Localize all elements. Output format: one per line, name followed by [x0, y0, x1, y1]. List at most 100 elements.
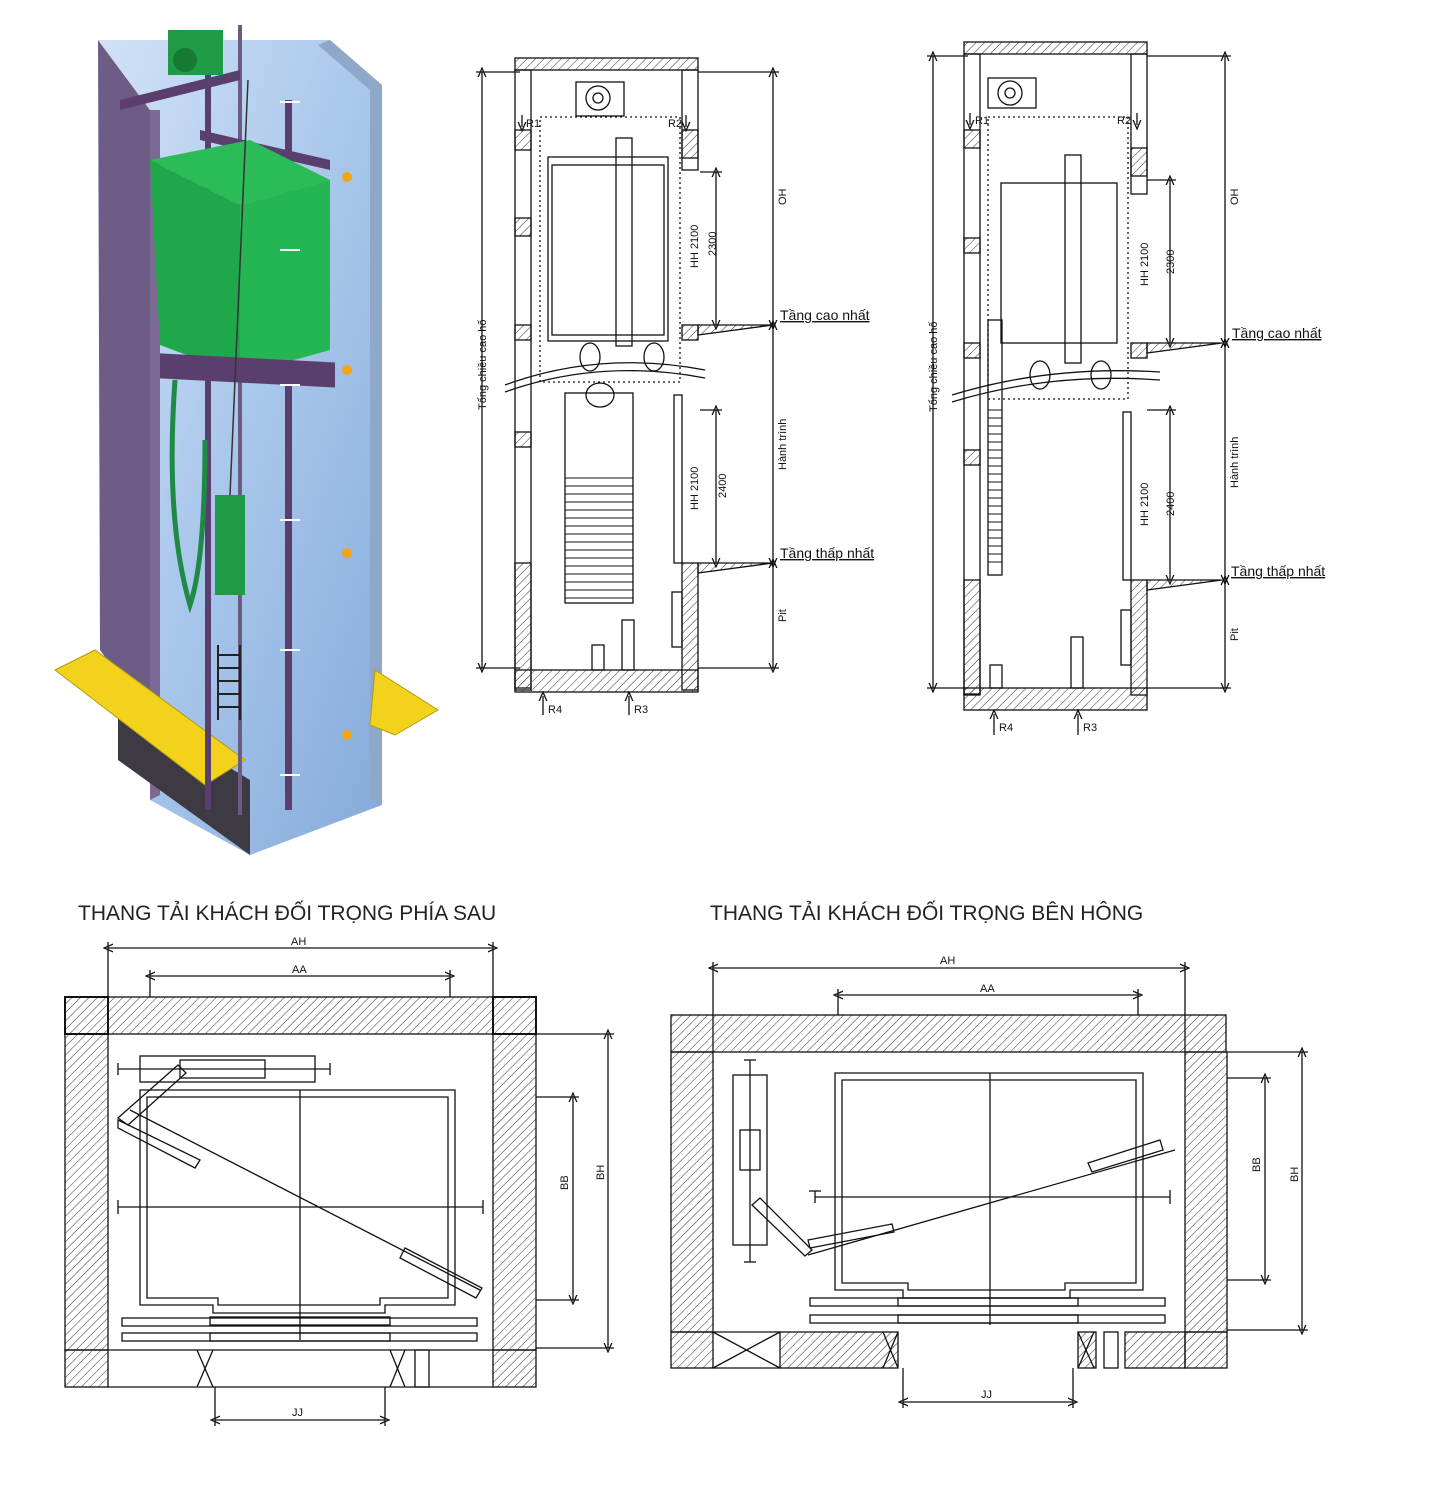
car-inner — [551, 164, 665, 336]
plan-side-labels: AH AA BB BH JJ — [940, 955, 1301, 1401]
buffer — [621, 619, 635, 671]
elevator-car-left — [150, 160, 240, 375]
car-inner-outline — [841, 1079, 1137, 1291]
wall-hatch — [963, 579, 981, 696]
wall-hatch — [963, 129, 981, 149]
shaft-left-wall — [98, 40, 150, 720]
wall-bottom-left — [670, 1331, 714, 1369]
wall-top — [670, 1014, 1227, 1053]
car-travel-envelope — [987, 116, 1129, 400]
label-bh: BH — [1289, 1167, 1301, 1182]
car-outline — [139, 1089, 456, 1314]
label-r2: R2 — [1117, 115, 1131, 127]
bottom-floor-slab — [697, 562, 774, 574]
counterweight-blocks — [988, 409, 1002, 563]
label-oh: OH — [777, 188, 789, 205]
top-floor-slab — [1146, 342, 1223, 354]
label-r1: R1 — [975, 115, 989, 127]
machine-sheave-inner — [592, 92, 604, 104]
pit-ladder-box — [671, 591, 683, 648]
landing-light — [342, 730, 352, 740]
corner-tl — [64, 996, 109, 1035]
label-r3: R3 — [634, 704, 648, 716]
label-total-height: Tổng chiều cao hố — [477, 319, 489, 410]
label-hh-lower: HH 2100 — [1139, 483, 1151, 526]
plan-rear-counterweight — [64, 942, 614, 1426]
pit-ladder-box — [1120, 609, 1132, 666]
rail — [1064, 154, 1082, 364]
label-pit: Pit — [777, 609, 789, 622]
elevator-car-top — [150, 140, 330, 205]
car-sill — [809, 1297, 1166, 1307]
sill-plate — [897, 1297, 1079, 1307]
car-travel-envelope — [539, 116, 681, 383]
wall-top — [107, 996, 494, 1035]
label-bottom-floor: Tầng thấp nhất — [780, 545, 874, 561]
shaft-right-wall-top — [1130, 53, 1148, 195]
break-line — [951, 370, 1161, 396]
corner-tr — [492, 996, 537, 1035]
label-r2: R2 — [668, 118, 682, 130]
machine-sheave — [173, 48, 197, 72]
title-rear-counterweight: THANG TẢI KHÁCH ĐỐI TRỌNG PHÍA SAU — [78, 901, 496, 925]
side-counterweight — [987, 319, 1003, 576]
machine-sheave-inner — [1004, 87, 1016, 99]
counterweight-blocks — [565, 477, 633, 599]
label-top-floor: Tầng cao nhất — [780, 307, 870, 323]
landing-door — [1122, 411, 1132, 581]
label-jj: JJ — [981, 1389, 992, 1401]
buffer-pulley — [579, 342, 601, 372]
wall-left — [670, 1051, 714, 1333]
landing-light — [342, 365, 352, 375]
elevation-rear-labels: R1 R2 R4 R3 Tổng chiều cao hố OH Hành tr… — [477, 118, 874, 716]
machine-box — [575, 81, 625, 117]
label-hh-lower: HH 2100 — [689, 467, 701, 510]
label-ah: AH — [291, 936, 306, 948]
shaft-top-slab — [963, 41, 1148, 55]
label-ah: AH — [940, 955, 955, 967]
traveling-cable — [169, 379, 208, 614]
break-line — [504, 369, 706, 393]
pit-ladder — [217, 645, 241, 720]
landing-sill — [809, 1314, 1166, 1324]
label-2300: 2300 — [1165, 250, 1177, 274]
wall-hatch — [963, 449, 981, 466]
label-bb: BB — [559, 1175, 571, 1190]
ladder — [1103, 1331, 1119, 1369]
car-outline — [834, 1072, 1144, 1299]
wall-hatch — [681, 324, 699, 341]
sill-plate — [897, 1314, 1079, 1324]
wall-hatch — [963, 342, 981, 359]
pit-floor — [963, 687, 1148, 711]
wall-hatch — [514, 324, 532, 341]
label-pit: Pit — [1229, 628, 1241, 641]
rope-1 — [229, 79, 249, 496]
diagonal — [807, 1149, 1176, 1256]
label-hh-upper: HH 2100 — [1139, 243, 1151, 286]
shaft-right-wall — [318, 40, 382, 805]
wall-hatch — [963, 237, 981, 254]
top-floor-slab — [697, 324, 774, 336]
ladder — [414, 1349, 430, 1388]
label-aa: AA — [292, 964, 307, 976]
label-travel: Hành trình — [1229, 437, 1241, 488]
label-r4: R4 — [999, 722, 1013, 734]
label-hh-upper: HH 2100 — [689, 225, 701, 268]
wall-right — [492, 1033, 537, 1351]
elevation-side-counterweight — [927, 41, 1231, 735]
label-bottom-floor: Tầng thấp nhất — [1231, 563, 1325, 579]
rope-arm — [116, 1064, 187, 1126]
machine-box — [987, 77, 1037, 109]
label-2300: 2300 — [707, 232, 719, 256]
pit-beam-right — [369, 669, 439, 736]
wall-hatch — [514, 431, 532, 448]
machine-beam — [120, 70, 240, 110]
wall-bottom-right — [1184, 1331, 1228, 1369]
wall-hatch — [514, 217, 532, 237]
elevator-3d-illustration — [54, 25, 439, 855]
label-r4: R4 — [548, 704, 562, 716]
rope-arm — [117, 1118, 201, 1169]
elevation-side-labels: R1 R2 R4 R3 Tổng chiều cao hố OH Hành tr… — [928, 115, 1325, 734]
car-body — [547, 156, 669, 342]
wall-hatch — [1130, 147, 1148, 177]
